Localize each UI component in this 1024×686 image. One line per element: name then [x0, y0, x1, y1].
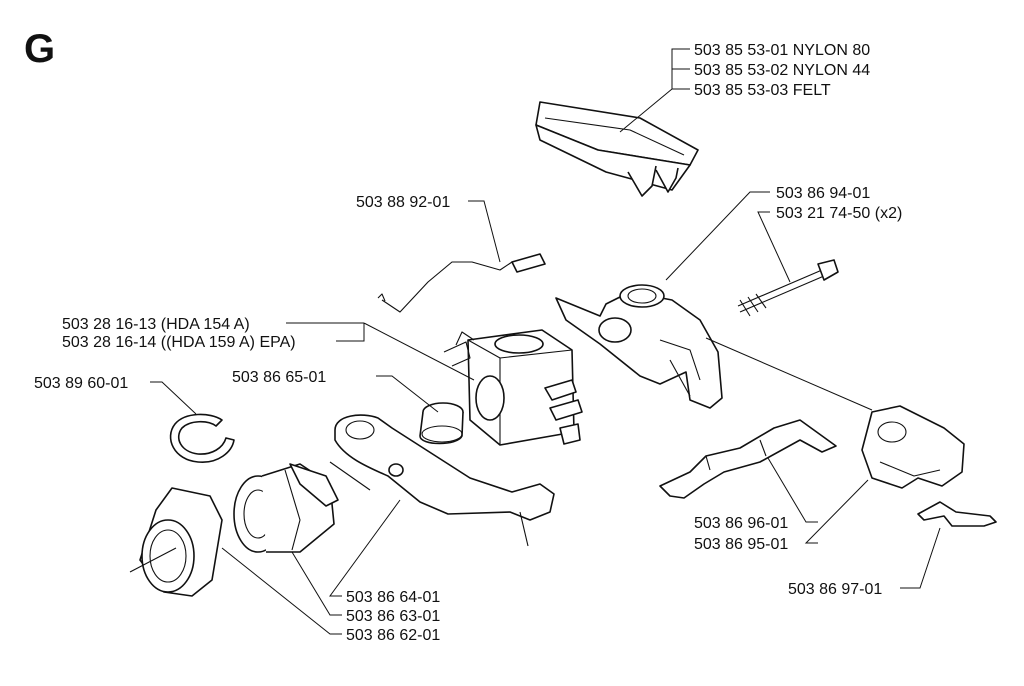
- label-ring-gasket: 503 86 65-01: [232, 369, 326, 386]
- ring-gasket-part: [419, 402, 464, 445]
- leader-lines: [150, 48, 941, 635]
- intake-manifold-part: [555, 284, 723, 409]
- bolt-part: [737, 259, 839, 317]
- carb-adaptor-part: [129, 487, 223, 597]
- label-air-filter-nylon-80: 503 85 53-01 NYLON 80: [694, 42, 870, 59]
- label-bolt: 503 21 74-50 (x2): [776, 205, 902, 222]
- intake-boot-part: [233, 463, 339, 553]
- throttle-bracket-part: [329, 414, 555, 547]
- section-letter: G: [24, 27, 55, 71]
- label-spring-clip: 503 86 97-01: [788, 581, 882, 598]
- label-air-filter-felt: 503 85 53-03 FELT: [694, 82, 831, 99]
- label-snap-ring: 503 89 60-01: [34, 375, 128, 392]
- label-carb-adaptor: 503 86 62-01: [346, 627, 440, 644]
- part-labels: 503 85 53-01 NYLON 80 503 85 53-02 NYLON…: [34, 42, 902, 644]
- spring-clip-part: [917, 501, 997, 527]
- label-intake-boot: 503 86 63-01: [346, 608, 440, 625]
- choke-lever-part: [659, 419, 837, 499]
- label-choke-lever: 503 86 96-01: [694, 515, 788, 532]
- label-housing-cover: 503 86 95-01: [694, 536, 788, 553]
- label-air-filter-nylon-44: 503 85 53-02 NYLON 44: [694, 62, 870, 79]
- carburetor-part: [443, 329, 583, 446]
- label-throttle-bracket: 503 86 64-01: [346, 589, 440, 606]
- label-throttle-wire: 503 88 92-01: [356, 194, 450, 211]
- label-carburetor-hda154: 503 28 16-13 (HDA 154 A): [62, 316, 250, 333]
- air-filter-part: [535, 101, 699, 197]
- label-carburetor-hda159: 503 28 16-14 ((HDA 159 A) EPA): [62, 334, 296, 351]
- throttle-wire-part: [377, 253, 546, 313]
- label-intake-manifold: 503 86 94-01: [776, 185, 870, 202]
- housing-cover-part: [861, 405, 965, 489]
- snap-ring-part: [169, 413, 235, 463]
